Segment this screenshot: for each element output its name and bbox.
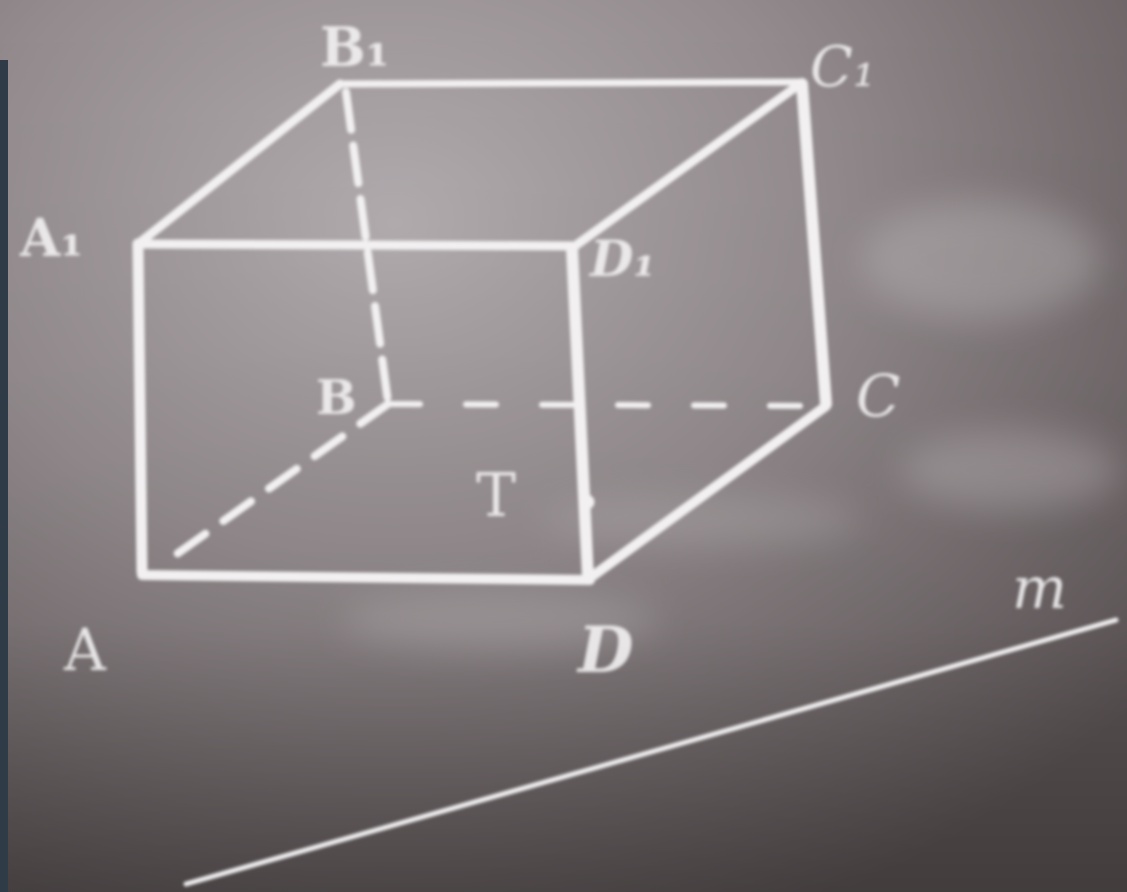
edge-DC <box>585 401 831 583</box>
left-edge-strip <box>0 60 8 892</box>
edge-AB-hidden <box>156 400 392 570</box>
edge-D1C1 <box>570 79 805 251</box>
label-A: A <box>63 616 107 684</box>
label-D: D <box>576 613 634 688</box>
label-B1: B₁ <box>320 15 389 79</box>
label-C: C <box>856 362 900 430</box>
chalk-smudges <box>340 200 1120 650</box>
edge-CC1 <box>796 78 832 410</box>
point-T <box>579 494 595 510</box>
edge-AD <box>137 570 595 585</box>
label-T: T <box>476 461 516 531</box>
edge-DD1 <box>566 242 594 584</box>
edge-B1C1 <box>338 78 804 88</box>
label-A1: A₁ <box>19 208 83 269</box>
edge-A1B1 <box>133 79 345 249</box>
label-B: B <box>316 370 357 426</box>
line-m <box>183 617 1119 887</box>
label-C1: C₁ <box>810 35 875 100</box>
cube <box>132 78 1119 887</box>
label-D1: D₁ <box>588 229 655 288</box>
edge-A1D1 <box>133 239 580 251</box>
edge-AA1 <box>132 238 148 578</box>
edge-BB1-hidden <box>342 88 392 406</box>
label-m: m <box>1012 554 1067 622</box>
